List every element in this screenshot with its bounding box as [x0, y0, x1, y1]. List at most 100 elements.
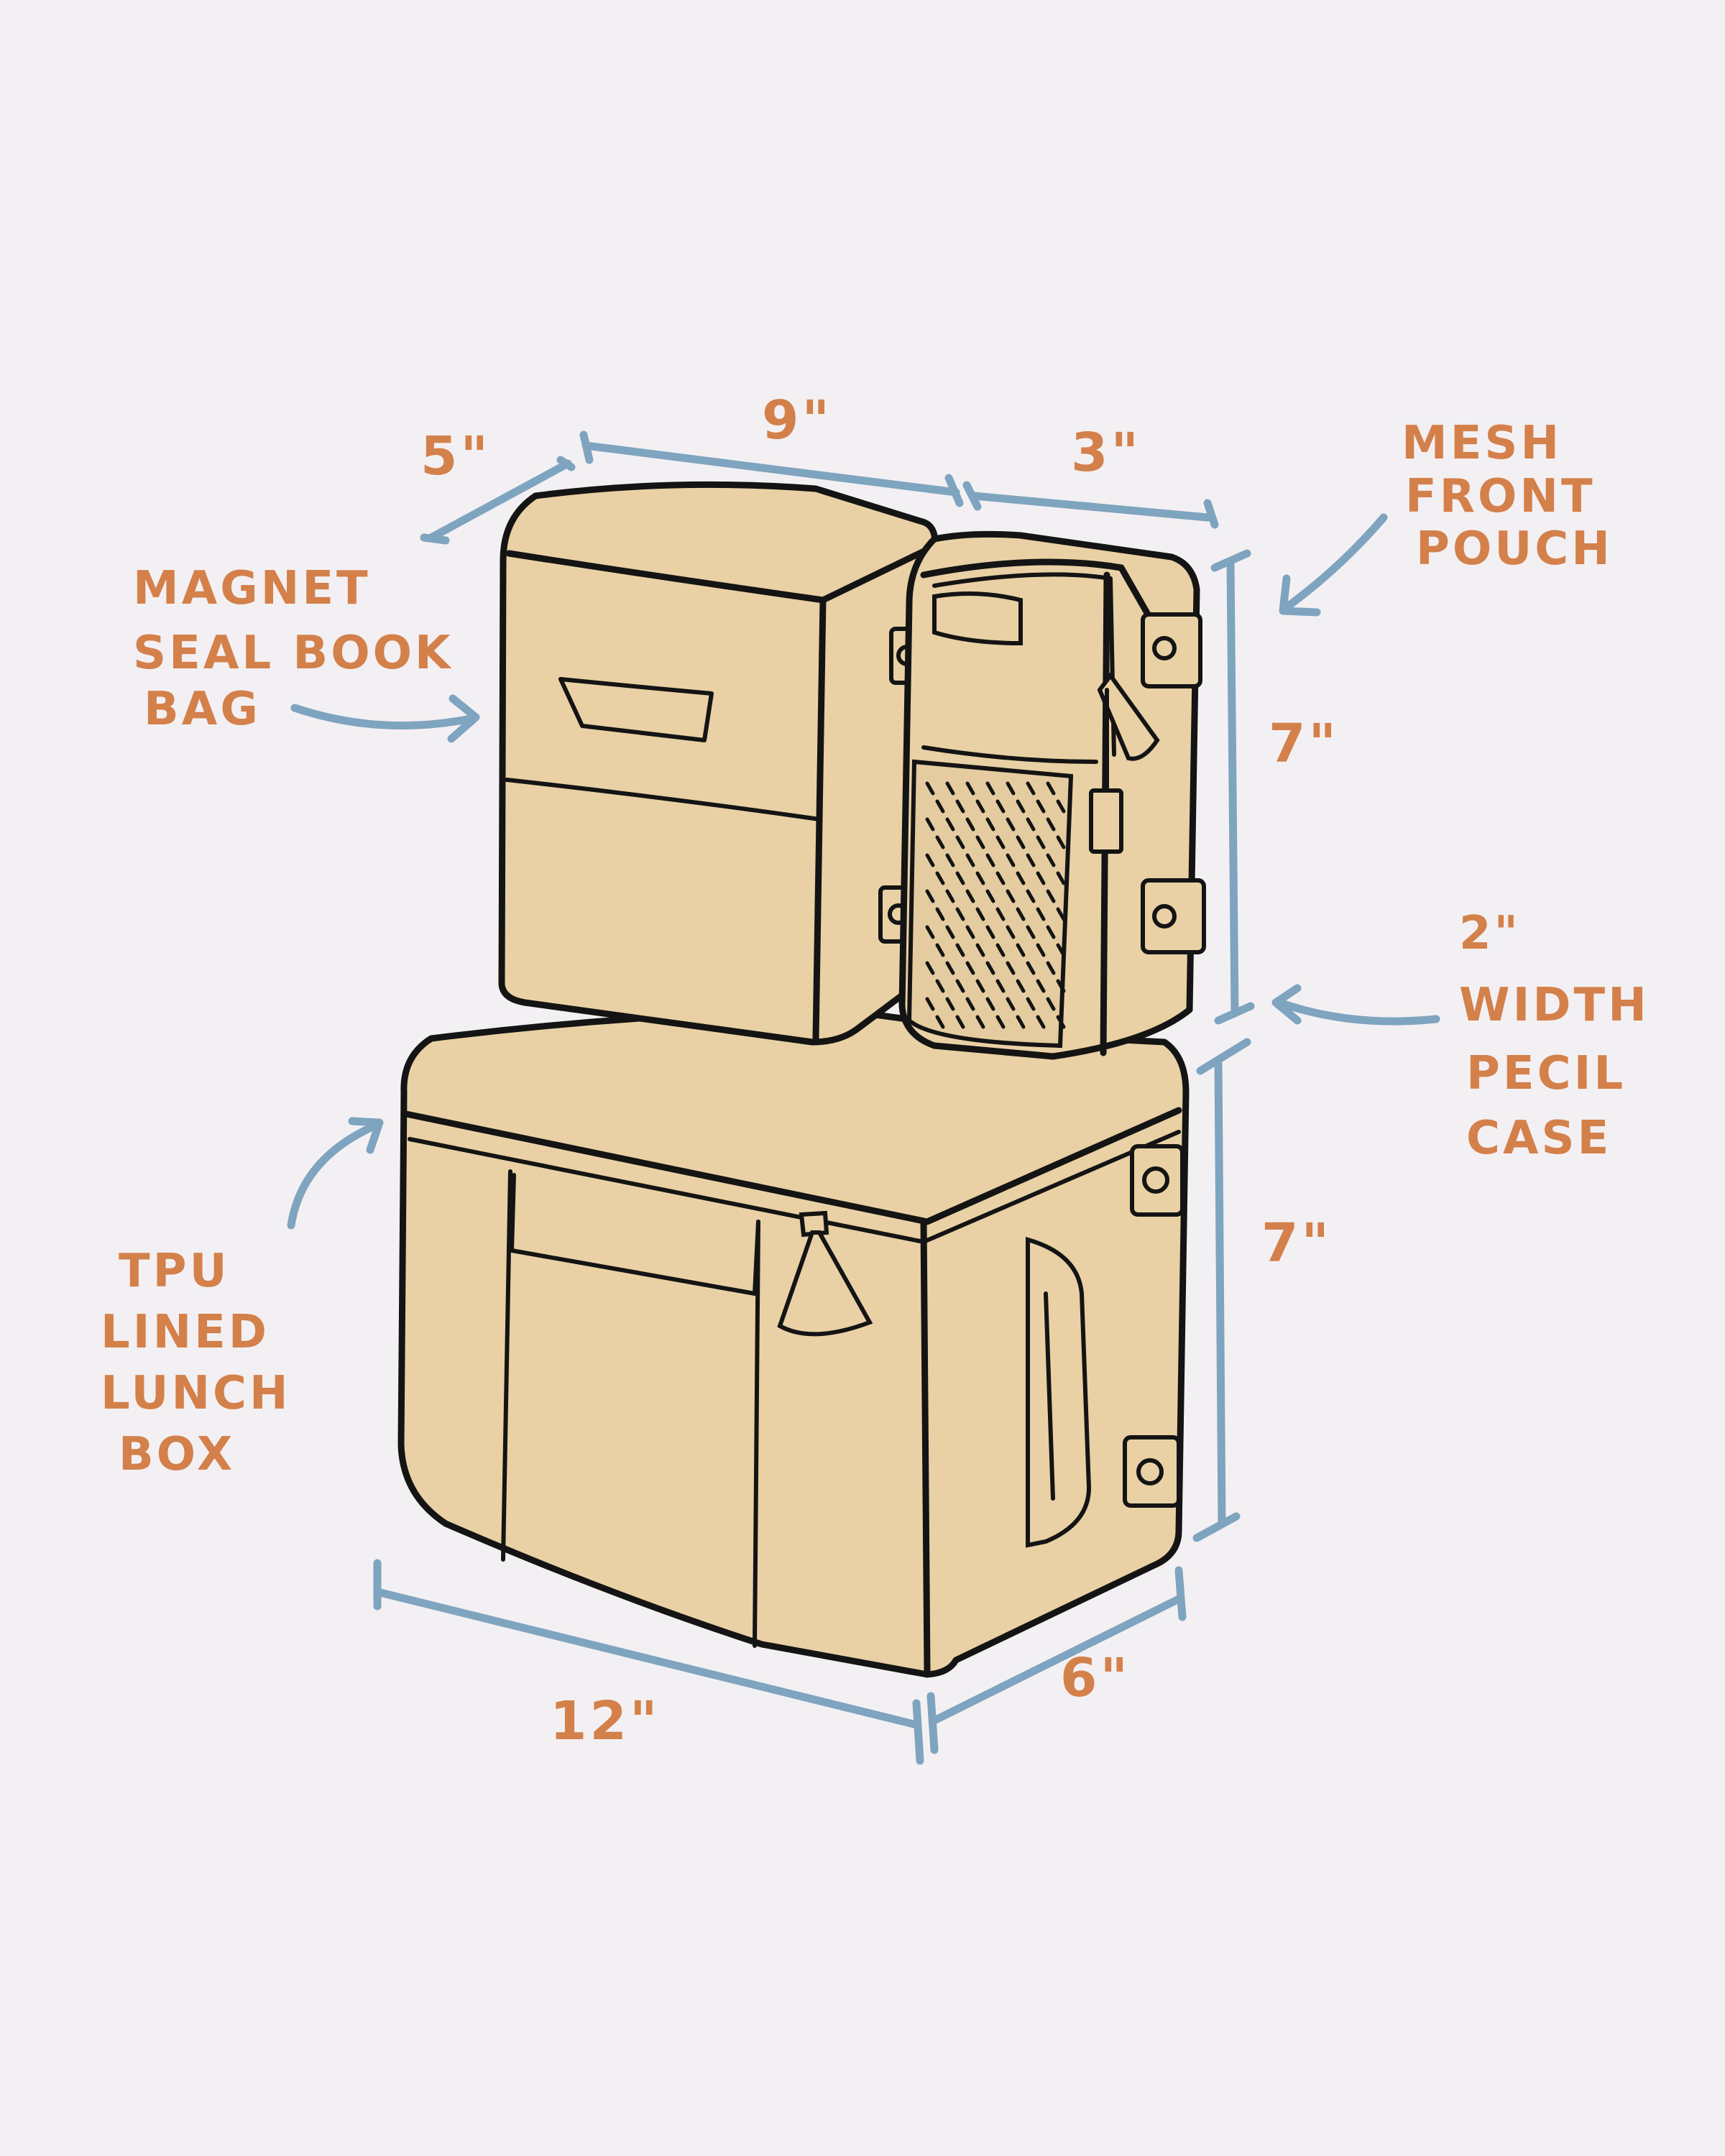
callout-pencil-case: 2" WIDTH PECIL CASE: [1459, 907, 1668, 1165]
mesh-dot: [1036, 979, 1046, 993]
mesh-dot: [965, 781, 975, 796]
mesh-dot: [955, 907, 965, 921]
arrow-lunch-box-icon: [287, 1117, 384, 1230]
mesh-dot: [995, 799, 1006, 814]
mesh-dot: [965, 889, 975, 903]
dim-book-bag-width: [579, 430, 964, 507]
mesh-dot: [975, 871, 985, 885]
mesh-dot: [1026, 889, 1036, 903]
book-bag-flap-handle: [558, 677, 714, 742]
dim-bottom-height: [1192, 1038, 1251, 1542]
mesh-dot: [1026, 997, 1036, 1011]
mesh-dot: [975, 979, 985, 993]
mesh-dot: [965, 925, 975, 939]
mesh-dot: [995, 943, 1006, 957]
mesh-dot: [925, 889, 935, 903]
mesh-dot: [925, 781, 935, 796]
dim-label-book-bag-depth: 5": [420, 425, 491, 487]
dim-book-bag-depth: [420, 456, 576, 545]
mesh-dot: [995, 979, 1006, 993]
mesh-dot: [1016, 835, 1026, 849]
mesh-dot: [925, 997, 935, 1011]
mesh-dot: [965, 997, 975, 1011]
side-handle-icon: [1026, 1237, 1092, 1548]
pencil-case-top-seam: [920, 558, 1154, 622]
dimension-lines: [373, 430, 1255, 1765]
mesh-dot: [1036, 799, 1046, 814]
callout-arrows: [287, 513, 1440, 1230]
zipper-pull-icon: [777, 1210, 873, 1337]
mesh-dot: [1016, 1015, 1026, 1029]
dim-label-book-bag-width: 9": [762, 390, 832, 451]
mesh-dot: [1046, 925, 1056, 939]
lunch-box-top-edge: [402, 1107, 1182, 1225]
mesh-dot: [1006, 781, 1016, 796]
mesh-dot: [955, 835, 965, 849]
mesh-dot: [935, 871, 945, 885]
pencil-case: [898, 530, 1206, 1060]
mesh-dot: [945, 925, 955, 939]
mesh-dot: [1016, 799, 1026, 814]
mesh-dot: [1046, 853, 1056, 867]
callout-book-bag: MAGNET SEAL BOOK BAG: [133, 562, 472, 736]
mesh-dot: [1056, 799, 1066, 814]
callout-mesh-pouch: MESH FRONT POUCH: [1402, 417, 1614, 576]
dim-lunch-box-depth: [926, 1566, 1187, 1754]
mesh-dot: [935, 1015, 945, 1029]
mesh-dot: [1046, 781, 1056, 796]
mesh-dot: [935, 943, 945, 957]
mesh-dot: [1026, 853, 1036, 867]
mesh-dot: [1046, 817, 1056, 831]
mesh-dot: [925, 853, 935, 867]
mesh-dot: [1036, 943, 1046, 957]
callout-lunch-box: TPU LINED LUNCH BOX: [101, 1245, 310, 1481]
lunch-box-zipper: [408, 1130, 1181, 1244]
book-bag-flap: [505, 778, 822, 821]
mesh-dot: [975, 907, 985, 921]
mesh-dot: [975, 1015, 985, 1029]
mesh-dot: [1006, 961, 1016, 975]
mesh-dot: [1016, 871, 1026, 885]
dim-label-top-height: 7": [1269, 713, 1339, 775]
mesh-dot: [1016, 907, 1026, 921]
mesh-dot: [1046, 997, 1056, 1011]
dim-lunch-box-width: [373, 1559, 924, 1765]
dim-label-lunch-box-width: 12": [550, 1690, 661, 1752]
mesh-dot: [1006, 889, 1016, 903]
mesh-dot: [1056, 943, 1066, 957]
dim-label-pencil-case-depth: 3": [1071, 422, 1141, 484]
mesh-dot: [1026, 781, 1036, 796]
lunch-box-front-edge: [920, 1218, 931, 1674]
mesh-dot: [985, 853, 995, 867]
mesh-dot: [1056, 835, 1066, 849]
mesh-dot: [965, 853, 975, 867]
dim-top-height: [1210, 549, 1255, 1025]
pencil-case-zip-pocket: [921, 745, 1098, 764]
mesh-dot: [1026, 817, 1036, 831]
mesh-dot: [945, 817, 955, 831]
dim-pencil-case-depth: [962, 481, 1219, 529]
mesh-dot: [945, 961, 955, 975]
mesh-dot: [1036, 871, 1046, 885]
mesh-pocket: [906, 759, 1074, 1049]
mesh-dot: [935, 907, 945, 921]
mesh-dot: [1006, 853, 1016, 867]
mesh-dot: [975, 835, 985, 849]
mesh-dot: [985, 925, 995, 939]
book-bag-flap-edge: [558, 677, 714, 696]
mesh-dot: [945, 889, 955, 903]
mesh-dots: [925, 781, 1066, 1029]
arrow-mesh-pouch-icon: [1279, 513, 1388, 617]
lunch-box-front-panel: [501, 1169, 760, 1648]
mesh-dot: [955, 799, 965, 814]
mesh-dot: [995, 835, 1006, 849]
dim-label-lunch-box-depth: 6": [1060, 1647, 1131, 1709]
mesh-dot: [935, 979, 945, 993]
mesh-dot: [935, 835, 945, 849]
mesh-dot: [1036, 907, 1046, 921]
mesh-dot: [955, 1015, 965, 1029]
strap-tab-icon: [1141, 612, 1206, 954]
mesh-dot: [945, 781, 955, 796]
mesh-dot: [965, 961, 975, 975]
book-bag-body: [498, 481, 939, 1046]
